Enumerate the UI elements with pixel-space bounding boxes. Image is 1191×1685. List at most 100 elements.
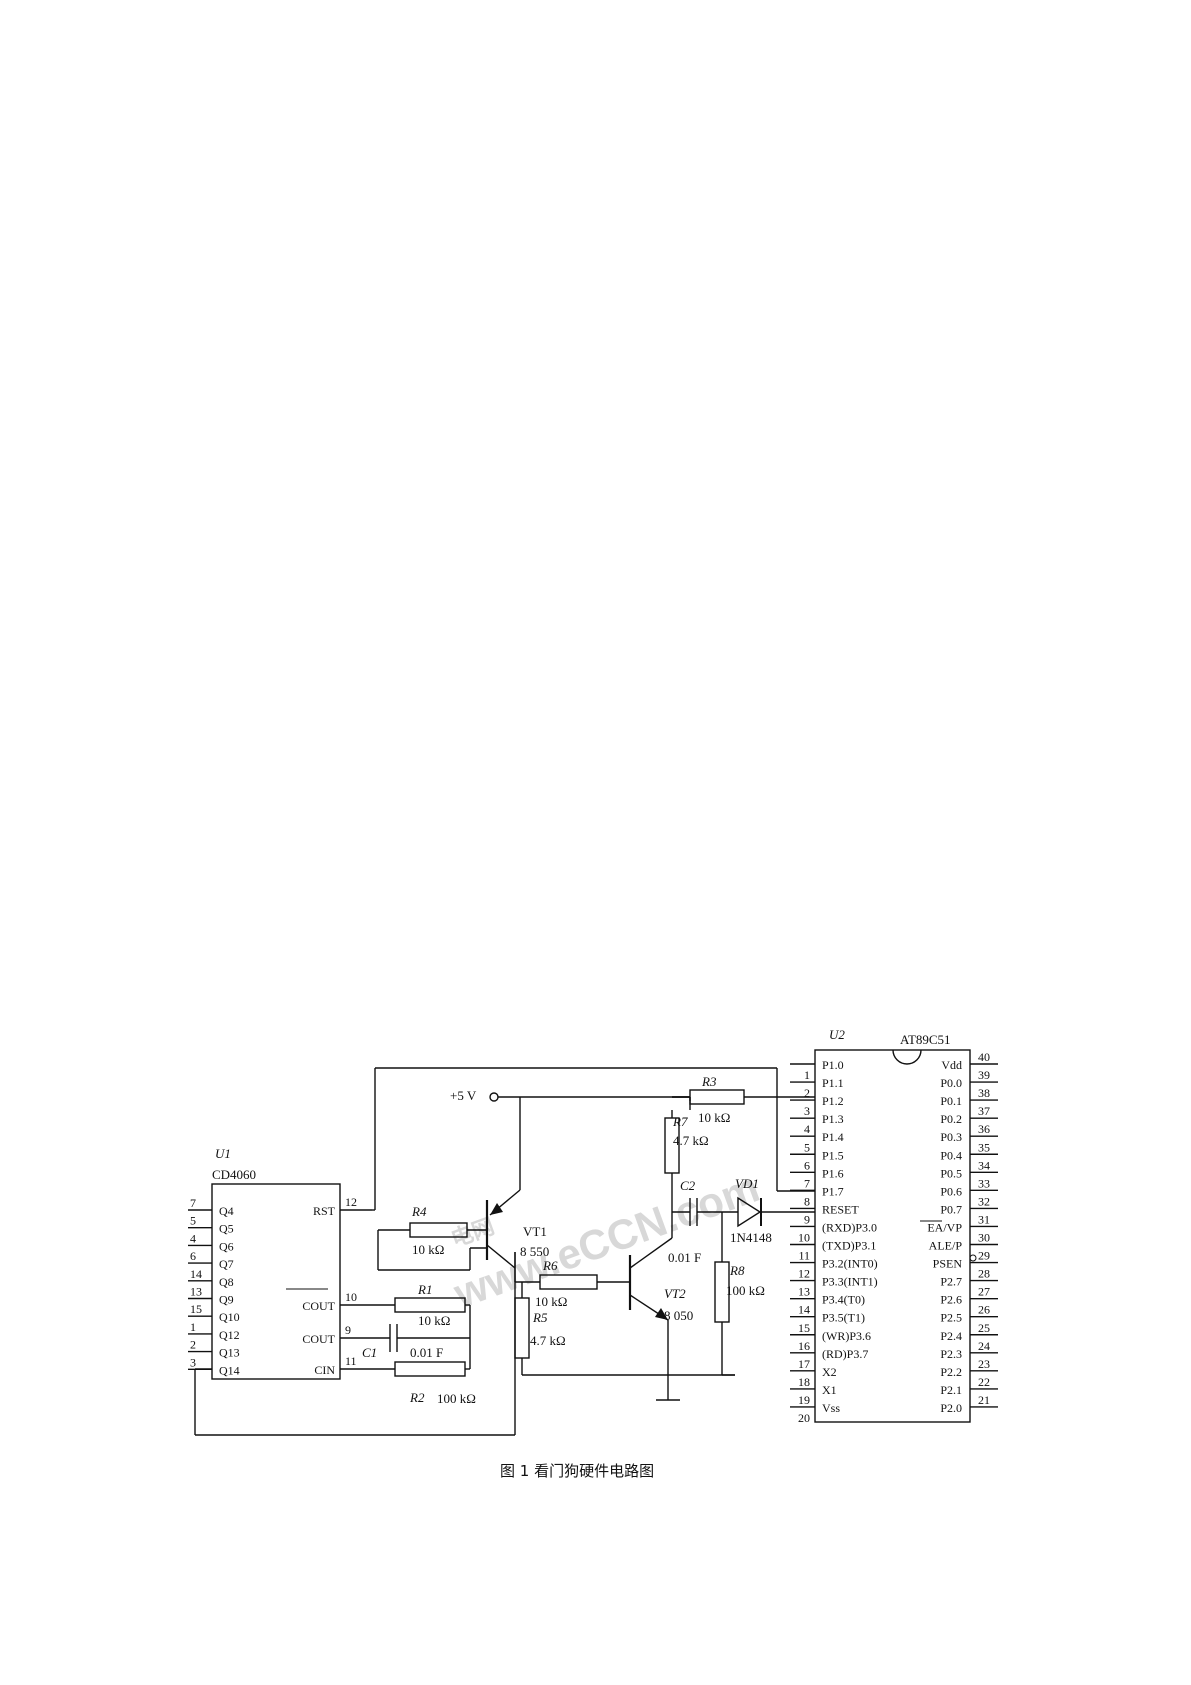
- u2-pin-name: X2: [822, 1365, 837, 1379]
- u1-pin-number: 10: [345, 1290, 357, 1304]
- u1-pin-number: 9: [345, 1323, 351, 1337]
- u2-pin-name: P1.4: [822, 1130, 844, 1144]
- u1-pin-name: COUT: [302, 1299, 335, 1313]
- c1-ref: C1: [362, 1345, 377, 1360]
- r8-value: 100 kΩ: [726, 1283, 765, 1298]
- r7-ref: R7: [672, 1114, 688, 1129]
- u2-pin-name: P1.1: [822, 1076, 844, 1090]
- u2-pin-number: 11: [798, 1249, 810, 1263]
- u2-pin-name: (RD)P3.7: [822, 1347, 868, 1361]
- u2-notch: [892, 1049, 922, 1065]
- u2-pin-name: P1.5: [822, 1148, 844, 1162]
- u2-pin-number: 5: [804, 1140, 810, 1154]
- u2-pin-name: P0.1: [940, 1094, 962, 1108]
- u1-part: CD4060: [212, 1167, 256, 1182]
- u1-pin-number: 5: [190, 1214, 196, 1228]
- u2-pin-number: 32: [978, 1194, 990, 1208]
- u1-pin-number: 15: [190, 1302, 202, 1316]
- u1-pin-number: 1: [190, 1320, 196, 1334]
- u2-pin-name: P1.0: [822, 1058, 844, 1072]
- r2-ref: R2: [409, 1390, 425, 1405]
- u2-pin-name: P0.0: [940, 1076, 962, 1090]
- u2-pin-number: 20: [798, 1411, 810, 1425]
- u1-pin-name: Q14: [219, 1363, 240, 1377]
- figure-caption: 图 1 看门狗硬件电路图: [500, 1462, 654, 1480]
- u1-pin-number: 3: [190, 1355, 196, 1369]
- vd1-part: 1N4148: [730, 1230, 772, 1245]
- u2-pin-number: 22: [978, 1375, 990, 1389]
- u1-pin-name: CIN: [314, 1363, 335, 1377]
- u1-ref: U1: [215, 1146, 231, 1161]
- u2-pin-name: P2.1: [940, 1383, 962, 1397]
- u2-pin-name: P2.5: [940, 1311, 962, 1325]
- u2-pin-number: 10: [798, 1231, 810, 1245]
- resistor-r2: [394, 1361, 466, 1377]
- u2-pin-number: 27: [978, 1285, 990, 1299]
- resistor-r5: [514, 1297, 530, 1359]
- u2-pin-name: P2.6: [940, 1293, 962, 1307]
- u2-pin-number: 40: [978, 1050, 990, 1064]
- r4-ref: R4: [411, 1204, 427, 1219]
- resistor-r1: [394, 1297, 466, 1313]
- u2-pin-number: 37: [978, 1104, 990, 1118]
- u2-pin-number: 16: [798, 1339, 810, 1353]
- u2-pin-name: (RXD)P3.0: [822, 1220, 877, 1234]
- u1-pin-number: 2: [190, 1338, 196, 1352]
- u2-pin-number: 39: [978, 1068, 990, 1082]
- u2-pin-name: P0.4: [940, 1148, 962, 1162]
- u1-pin-name: Q10: [219, 1310, 240, 1324]
- c2-value: 0.01 F: [668, 1250, 701, 1265]
- u2-pin-name: P1.3: [822, 1112, 844, 1126]
- u2-pin-number: 36: [978, 1122, 990, 1136]
- u2-pin-number: 18: [798, 1375, 810, 1389]
- u1-pin-name: Q5: [219, 1222, 234, 1236]
- u2-pin-number: 35: [978, 1140, 990, 1154]
- u1-pin-number: 7: [190, 1196, 196, 1210]
- r1-ref: R1: [417, 1282, 432, 1297]
- u2-pin-number: 15: [798, 1321, 810, 1335]
- r5-ref: R5: [532, 1310, 548, 1325]
- r8-ref: R8: [729, 1263, 745, 1278]
- u1-pin-name: Q7: [219, 1257, 234, 1271]
- u2-pin-name: P3.4(T0): [822, 1293, 865, 1307]
- u2-pin-name: P0.6: [940, 1184, 962, 1198]
- u2-pin-number: 9: [804, 1212, 810, 1226]
- u2-pin-name: PSEN: [933, 1257, 963, 1271]
- u1-pin-number: 6: [190, 1249, 196, 1263]
- u2-pin-name: ALE/P: [929, 1239, 963, 1253]
- u2-pin-name: P0.2: [940, 1112, 962, 1126]
- u2-pin-name: P1.6: [822, 1166, 844, 1180]
- u2-pin-name: P3.5(T1): [822, 1311, 865, 1325]
- r4-value: 10 kΩ: [412, 1242, 444, 1257]
- r5-value: 4.7 kΩ: [530, 1333, 566, 1348]
- u2-pin-name: P2.2: [940, 1365, 962, 1379]
- u2-pin-number: 8: [804, 1194, 810, 1208]
- u2-pin-number: 1: [804, 1068, 810, 1082]
- u2-pin-number: 17: [798, 1357, 810, 1371]
- u1-pin-name: Q13: [219, 1346, 240, 1360]
- u2-pin-number: 13: [798, 1285, 810, 1299]
- u2-pin-name: P3.3(INT1): [822, 1275, 878, 1289]
- vt1-part: 8 550: [520, 1244, 549, 1259]
- u2-pin-name: P0.7: [940, 1202, 962, 1216]
- u2-pin-number: 25: [978, 1321, 990, 1335]
- c1-value: 0.01 F: [410, 1345, 443, 1360]
- u1-pin-name: Q9: [219, 1293, 234, 1307]
- u2-pin-number: 33: [978, 1176, 990, 1190]
- u2-pin-number: 28: [978, 1267, 990, 1281]
- vcc-terminal: [489, 1092, 499, 1102]
- u2-pin-number: 3: [804, 1104, 810, 1118]
- u2-pin-name: (TXD)P3.1: [822, 1239, 876, 1253]
- vd1-ref: VD1: [735, 1176, 759, 1191]
- u2-pin-number: 30: [978, 1231, 990, 1245]
- u2-pin-name: P0.5: [940, 1166, 962, 1180]
- u2-pin-number: 34: [978, 1158, 990, 1172]
- u2-pin-number: 14: [798, 1303, 810, 1317]
- u1-pin-number: 4: [190, 1231, 196, 1245]
- vt1-ref: VT1: [523, 1224, 547, 1239]
- r6-value: 10 kΩ: [535, 1294, 567, 1309]
- diode-vd1: [737, 1196, 762, 1228]
- u2-pin-number: 4: [804, 1122, 810, 1136]
- u2-pin-number: 29: [978, 1249, 990, 1263]
